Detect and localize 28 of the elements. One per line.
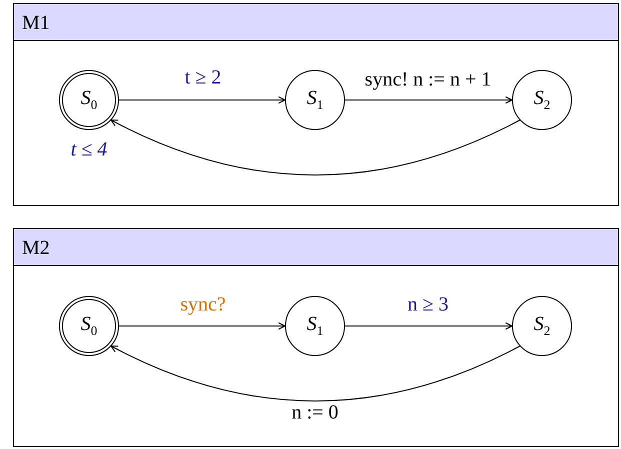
transition-arrow — [344, 96, 513, 104]
transition-arrow — [344, 322, 513, 330]
panel-title: M1 — [22, 12, 50, 35]
initial-state-circle — [59, 70, 119, 130]
edge-label: n := 0 — [292, 402, 338, 424]
state-label: S$_{2}$ — [534, 313, 550, 339]
transition-arrow — [110, 119, 520, 176]
initial-state-circle — [59, 296, 119, 356]
edge-label: sync! n := n + 1 — [364, 68, 492, 92]
state-circle — [512, 70, 572, 130]
state-label: S$_{2}$ — [534, 87, 550, 113]
state-circle — [512, 296, 572, 356]
panel-title: M2 — [22, 237, 50, 260]
edge-label: n ≥ 3 — [408, 294, 448, 316]
state-label: S$_{1}$ — [306, 87, 324, 113]
invariant-label: t ≤ 4 — [70, 138, 108, 162]
transition-arrow — [118, 96, 286, 104]
transition-arrow — [110, 345, 520, 402]
state-label: S$_{0}$ — [80, 87, 98, 113]
edge-label: sync? — [180, 294, 226, 316]
state-label: S$_{0}$ — [80, 313, 98, 339]
state-label: S$_{1}$ — [306, 313, 324, 339]
state-circle — [285, 70, 345, 130]
transition-arrow — [118, 322, 286, 330]
state-circle — [285, 296, 345, 356]
edge-label: t ≥ 2 — [184, 66, 222, 90]
automaton-panel — [13, 228, 619, 447]
automaton-panel — [13, 3, 619, 206]
